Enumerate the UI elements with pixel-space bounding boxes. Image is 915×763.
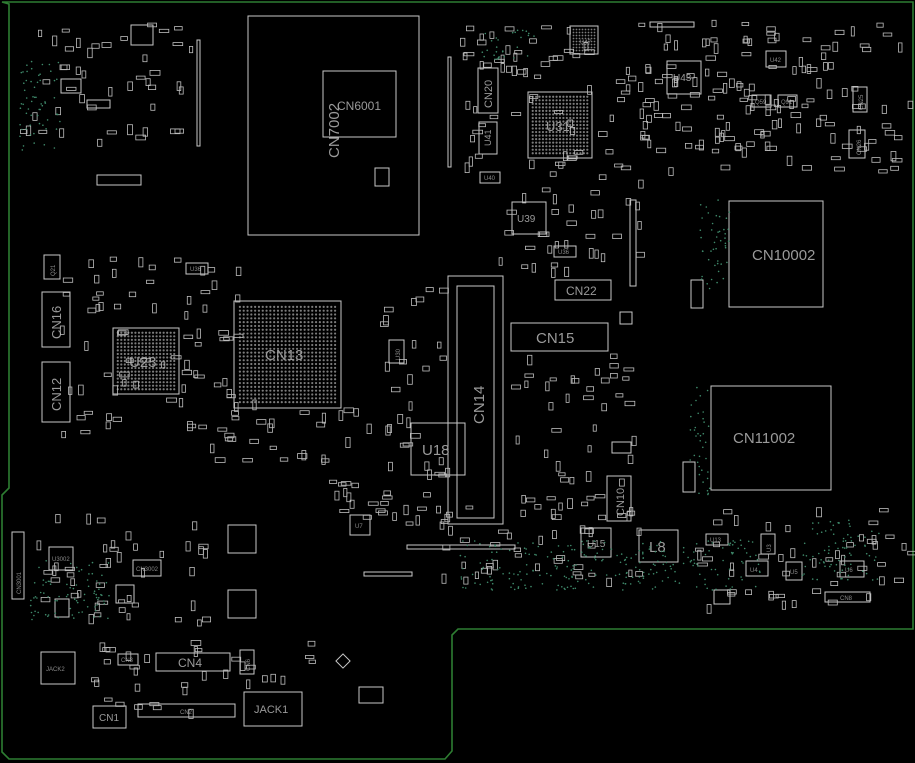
refdes-cn25: CN25 <box>859 94 865 110</box>
refdes-cn8: CN8 <box>840 596 853 602</box>
connector-cn25[interactable]: CN25 <box>852 86 868 113</box>
refdes-q91: Q91 <box>781 100 793 106</box>
refdes-u4: U4 <box>750 568 758 574</box>
unlabeled-footprints <box>54 21 731 704</box>
connector-cn14[interactable]: CN14 <box>447 275 504 525</box>
connector-cn1[interactable]: CN1 <box>92 705 127 729</box>
refdes-u6: U6 <box>845 568 853 574</box>
chip-u13[interactable]: U13 <box>705 533 729 546</box>
refdes-cn10002: CN10002 <box>752 247 815 264</box>
connector-cn15[interactable]: CN15 <box>510 322 609 352</box>
bga-grid-cn13 <box>238 305 337 404</box>
chip-u7[interactable]: U7 <box>349 514 371 536</box>
chip-u4[interactable]: U4 <box>745 560 769 577</box>
transistor-q21[interactable]: Q21 <box>43 254 61 280</box>
chip-u31[interactable]: U31 <box>527 91 593 159</box>
connector-cn10[interactable]: CN10 <box>606 475 632 522</box>
jack-jack1[interactable]: JACK1 <box>243 691 303 727</box>
refdes-cn10: CN10 <box>615 488 627 516</box>
refdes-u13: U13 <box>710 538 722 544</box>
refdes-cn6: CN6 <box>246 658 252 671</box>
refdes-cn22: CN22 <box>566 284 597 298</box>
connector-cn3[interactable]: CN3 <box>117 653 139 666</box>
refdes-u39: U39 <box>517 214 536 225</box>
chip-u30[interactable]: U30 <box>388 339 405 364</box>
passive-components <box>20 19 915 719</box>
bga-grid-u31 <box>531 95 589 155</box>
connector-cn22[interactable]: CN22 <box>554 279 612 301</box>
connector-cn11002[interactable]: CN11002 <box>710 385 832 491</box>
refdes-cn1: CN1 <box>99 713 119 724</box>
refdes-u36: U36 <box>558 250 570 256</box>
refdes-cn11002: CN11002 <box>733 430 795 447</box>
connector-cn16[interactable]: CN16 <box>41 291 71 348</box>
refdes-cn2: CN2 <box>180 710 193 716</box>
chip-u40[interactable]: U40 <box>479 171 501 184</box>
chip-u47[interactable]: U47 <box>569 25 599 55</box>
bga-grid-u23 <box>116 331 176 391</box>
refdes-q21: Q21 <box>51 264 57 276</box>
refdes-cn15: CN15 <box>536 330 574 347</box>
via-field <box>19 29 880 621</box>
refdes-u42: U42 <box>770 58 782 64</box>
refdes-u3: U3 <box>767 544 773 552</box>
refdes-u5: U5 <box>790 570 798 576</box>
refdes-u15: U15 <box>587 539 606 550</box>
connector-cn8[interactable]: CN8 <box>824 591 871 603</box>
connector-cn3001[interactable]: CN3001 <box>11 531 25 600</box>
refdes-l8: L8 <box>649 539 666 556</box>
chip-u41[interactable]: U41 <box>478 121 498 155</box>
inductor-l8[interactable]: L8 <box>638 529 679 563</box>
refdes-cn3001: CN3001 <box>17 571 23 594</box>
refdes-jack1: JACK1 <box>254 704 288 716</box>
bga-grid-u47 <box>572 28 596 52</box>
chip-cn13[interactable]: CN13 <box>233 300 342 409</box>
connector-cn10002[interactable]: CN10002 <box>728 200 824 308</box>
refdes-u40: U40 <box>484 176 496 182</box>
refdes-u41: U41 <box>483 129 493 146</box>
chip-u15[interactable]: U15 <box>580 527 612 558</box>
connector-cn7002[interactable]: CN7002 CN6001 <box>247 15 420 236</box>
refdes-cn6001: CN6001 <box>337 99 381 113</box>
refdes-cn13: CN13 <box>265 347 303 364</box>
refdes-u30: U30 <box>396 348 402 360</box>
refdes-cn4: CN4 <box>178 656 202 670</box>
chip-u23[interactable]: U23 <box>112 327 180 395</box>
refdes-cn20: CN20 <box>483 80 495 108</box>
chip-u3[interactable]: U3 <box>760 533 776 555</box>
refdes-jack2: JACK2 <box>46 667 65 673</box>
transistor-q91[interactable]: Q91 <box>777 94 798 108</box>
refdes-cn14: CN14 <box>471 386 488 424</box>
connector-cn3002[interactable]: CN3002 <box>132 559 162 577</box>
refdes-u31: U31 <box>546 119 570 134</box>
chip-u42[interactable]: U42 <box>765 50 787 68</box>
refdes-q59: Q59 <box>755 100 767 106</box>
refdes-u43: U43 <box>673 73 692 84</box>
chip-u39[interactable]: U39 <box>511 201 547 235</box>
chip-u3002[interactable]: U3002 <box>48 546 74 571</box>
refdes-u7: U7 <box>355 524 363 530</box>
refdes-cn12: CN12 <box>49 378 64 411</box>
connector-cn4[interactable]: CN4 <box>155 652 231 672</box>
connector-cn12[interactable]: CN12 <box>41 361 71 423</box>
refdes-u47: U47 <box>580 40 592 46</box>
refdes-cn7002: CN7002 <box>326 103 343 158</box>
chip-u6[interactable]: U6 <box>839 560 865 578</box>
refdes-u3002: U3002 <box>52 557 70 563</box>
jack-jack2[interactable]: JACK2 <box>40 651 76 685</box>
connector-cn2[interactable]: CN2 <box>137 703 236 718</box>
connector-cn20[interactable]: CN20 <box>477 67 499 114</box>
refdes-u36-left: U36 <box>190 267 202 273</box>
refdes-cn3002: CN3002 <box>136 567 159 573</box>
refdes-u18: U18 <box>422 442 450 459</box>
transistor-q59[interactable]: Q59 <box>751 94 772 108</box>
